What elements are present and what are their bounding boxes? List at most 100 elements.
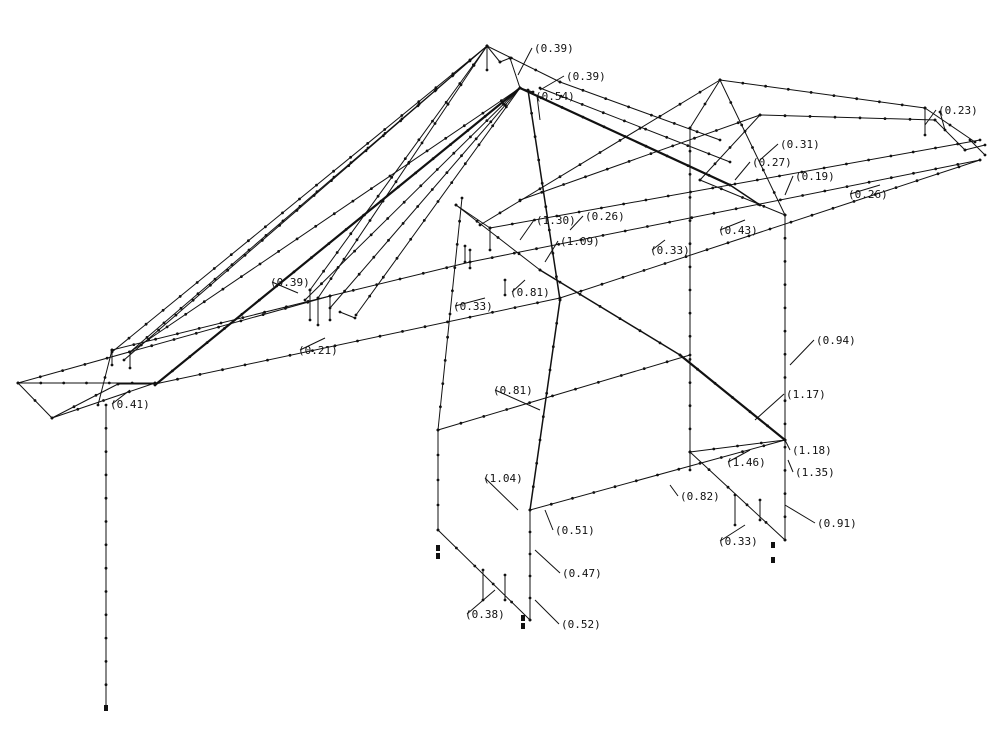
frame-node — [574, 387, 577, 391]
frame-node — [420, 141, 424, 145]
stress-ratio-label: (0.94) — [816, 334, 856, 347]
frame-node — [688, 404, 692, 408]
frame-node — [362, 213, 365, 217]
support-marker — [436, 545, 440, 551]
frame-member — [309, 45, 488, 291]
frame-node — [491, 582, 495, 586]
frame-node — [176, 332, 179, 336]
frame-node — [33, 399, 37, 402]
frame-node — [104, 543, 108, 547]
frame-node — [260, 239, 264, 242]
frame-node — [400, 117, 404, 121]
frame-node — [690, 216, 694, 220]
frame-node — [936, 172, 940, 176]
frame-node — [579, 289, 583, 293]
frame-node — [858, 116, 862, 120]
frame-node — [423, 325, 427, 329]
frame-node — [329, 277, 333, 280]
frame-node — [154, 337, 158, 341]
frame-node — [383, 128, 387, 131]
frame-node — [240, 275, 243, 278]
frame-node — [431, 119, 434, 123]
stress-ratio-label: (1.17) — [786, 388, 826, 401]
label-leader-arrow — [849, 184, 881, 195]
frame-node — [460, 196, 464, 200]
frame-node — [978, 158, 982, 162]
frame-node — [956, 163, 960, 166]
frame-member — [519, 114, 761, 201]
frame-node — [395, 256, 399, 260]
frame-node — [240, 312, 244, 316]
frame-node — [578, 292, 582, 296]
frame-node — [150, 344, 154, 348]
stress-ratio-label: (1.18) — [792, 444, 832, 457]
frame-node — [333, 344, 337, 348]
frame-node — [729, 101, 733, 104]
frame-node — [332, 212, 336, 216]
frame-node — [436, 503, 440, 507]
frame-node — [883, 117, 887, 120]
frame-node — [688, 311, 692, 315]
frame-node — [548, 368, 552, 372]
frame-node — [783, 306, 787, 310]
frame-node — [688, 288, 692, 292]
frame-node — [468, 315, 472, 319]
frame-node — [396, 185, 400, 189]
frame-node — [968, 138, 972, 142]
frame-node — [688, 126, 692, 130]
frame-node — [104, 403, 108, 407]
frame-node — [938, 110, 942, 114]
frame-node — [386, 217, 390, 220]
frame-node — [915, 179, 919, 183]
frame-node — [436, 453, 440, 457]
frame-node — [973, 140, 977, 144]
stress-ratio-label: (1.09) — [560, 235, 600, 248]
frame-node — [315, 183, 318, 187]
frame-node — [557, 242, 561, 246]
frame-node — [400, 114, 404, 117]
frame-node — [239, 319, 243, 323]
frame-node — [845, 162, 848, 166]
frame-node — [281, 211, 284, 215]
frame-node — [505, 408, 509, 411]
frame-node — [688, 381, 692, 384]
frame-node — [889, 176, 893, 180]
frame-node — [733, 493, 737, 497]
frame-node — [466, 129, 470, 132]
frame-node — [450, 181, 454, 185]
frame-node — [264, 234, 268, 237]
frame-node — [533, 135, 537, 139]
frame-node — [104, 566, 108, 570]
frame-node — [336, 266, 340, 269]
frame-node — [153, 383, 157, 387]
frame-node — [314, 224, 318, 228]
frame-node — [85, 381, 88, 385]
frame-member — [329, 87, 521, 309]
stress-ratio-label: (1.04) — [483, 472, 523, 485]
frame-node — [303, 298, 307, 302]
frame-node — [421, 271, 425, 275]
label-leader-arrow — [534, 549, 561, 574]
frame-node — [128, 366, 132, 370]
frame-node — [538, 187, 542, 191]
frame-node — [783, 260, 787, 263]
frame-node — [463, 244, 467, 248]
frame-node — [696, 367, 699, 371]
frame-node — [600, 282, 604, 286]
frame-node — [783, 283, 787, 286]
frame-node — [197, 327, 201, 330]
frame-node — [247, 248, 251, 252]
label-leader-arrow — [539, 75, 565, 91]
frame-node — [503, 278, 507, 282]
frame-node — [179, 306, 183, 310]
frame-node — [622, 202, 625, 206]
frame-node — [581, 115, 585, 119]
frame-node — [530, 111, 533, 115]
stress-ratio-label: (1.46) — [726, 456, 766, 469]
frame-node — [387, 238, 390, 242]
label-leader-arrow — [924, 109, 937, 126]
frame-node — [638, 126, 642, 130]
frame-node — [649, 152, 653, 156]
frame-node — [558, 80, 562, 84]
frame-node — [491, 124, 495, 128]
